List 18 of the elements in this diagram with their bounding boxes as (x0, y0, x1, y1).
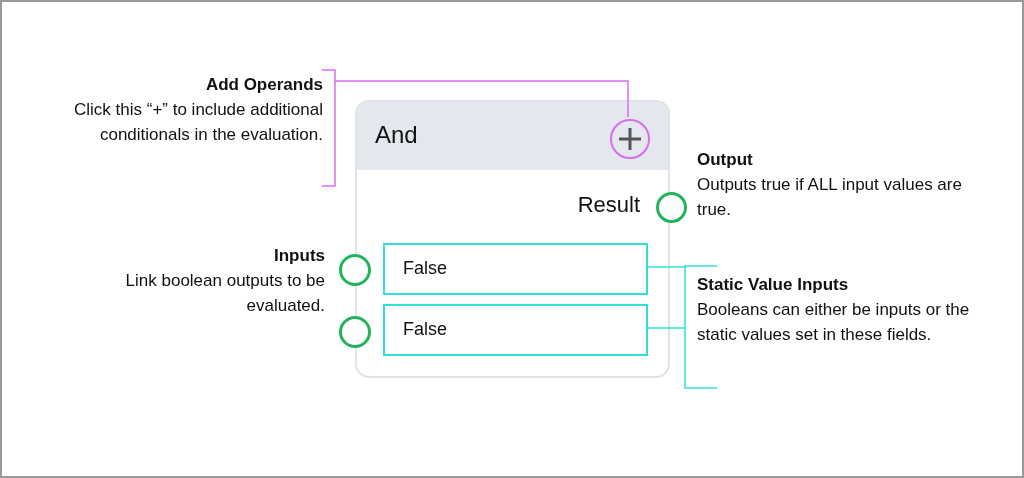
input-field: False (383, 304, 648, 356)
annotation-text: Click this “+” to include additional conditionals in the evaluation. (73, 99, 323, 146)
annotation-heading: Inputs (273, 245, 325, 267)
leader-line (334, 80, 629, 118)
port-label: Result (576, 192, 640, 217)
annotation-heading: Static Value Inputs (697, 274, 850, 296)
leader-line (645, 266, 686, 268)
port-circle (339, 316, 371, 348)
annotation-heading: Add Operands (204, 74, 323, 96)
node-title: And (375, 121, 418, 149)
annotation-text: Outputs true if ALL input values are true. (697, 174, 963, 221)
annotation-text: Link boolean outputs to be evaluated. (124, 270, 325, 317)
input-field: False (383, 243, 648, 295)
annotation-text: Booleans can either be inputs or the static values set in these fields. (697, 299, 971, 346)
port-circle (656, 192, 687, 223)
annotation-heading: Output (697, 149, 754, 171)
port-circle (339, 254, 371, 286)
leader-line (645, 327, 686, 329)
